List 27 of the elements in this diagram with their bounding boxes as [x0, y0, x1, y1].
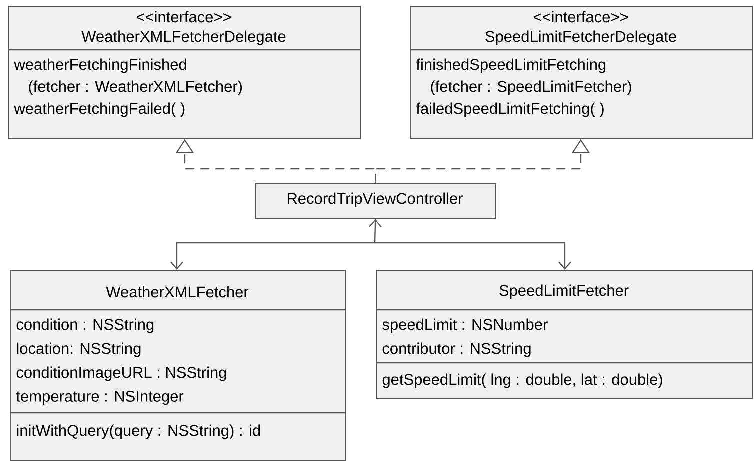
class-name: WeatherXMLFetcher [106, 286, 249, 298]
member-text: contributor : NSString [382, 342, 531, 358]
member-text: temperature : NSInteger [16, 390, 184, 406]
member-text: condition : NSString [16, 318, 154, 334]
class-name: SpeedLimitFetcher [500, 284, 629, 300]
association-arrow [170, 219, 572, 270]
class-name: WeatherXMLFetcherDelegate [82, 30, 286, 46]
class-box [410, 6, 754, 140]
member-text: location: NSString [17, 342, 141, 358]
member-text: speedLimit : NSNumber [382, 318, 548, 334]
member-text: finishedSpeedLimitFetching [416, 58, 606, 74]
class-box [10, 270, 346, 461]
member-text: conditionImageURL : NSString [16, 366, 226, 382]
class-box [376, 270, 754, 400]
member-text: failedSpeedLimitFetching( ) [416, 102, 604, 118]
member-text: getSpeedLimit( lng : double, lat : double) [382, 374, 662, 388]
stereotype-label: <<interface>> [534, 11, 628, 23]
class-name: SpeedLimitFetcherDelegate [486, 30, 676, 46]
class-name: RecordTripViewController [288, 192, 464, 208]
member-text: (fetcher : SpeedLimitFetcher) [431, 80, 632, 96]
member-text: (fetcher : WeatherXMLFetcher) [29, 80, 242, 96]
class-box [8, 6, 362, 140]
member-text: weatherFetchingFailed( ) [14, 102, 185, 118]
stereotype-label: <<interface>> [136, 11, 232, 23]
class-box [255, 183, 496, 220]
member-text: weatherFetchingFinished [14, 58, 186, 74]
member-text: initWithQuery(query : NSString) : id [17, 424, 260, 440]
